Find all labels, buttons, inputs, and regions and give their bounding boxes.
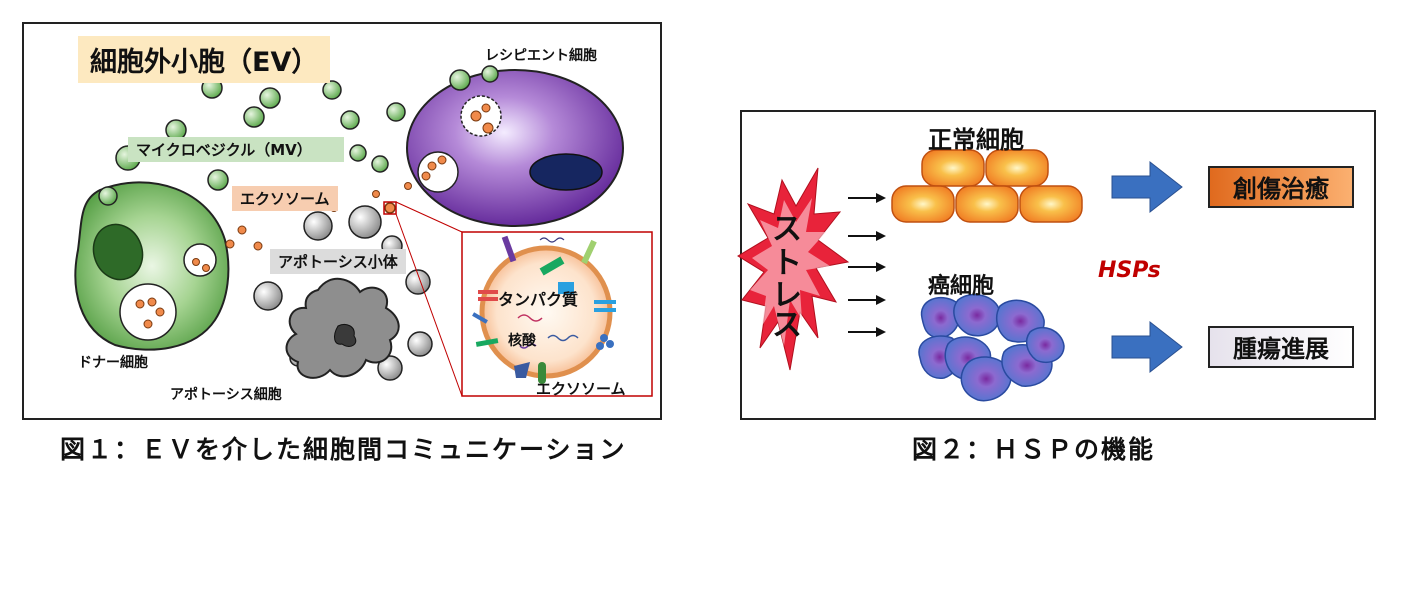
figure2-panel <box>740 110 1376 420</box>
exosome-detail-label: エクソソーム <box>536 380 626 398</box>
arrow-to-wound-healing <box>1111 160 1183 214</box>
cancer-cell-label: 癌細胞 <box>928 274 995 299</box>
wound-healing-box: 創傷治癒 <box>1208 166 1354 208</box>
stress-char-4: ス <box>772 308 802 343</box>
recipient-cell <box>406 69 624 227</box>
microvesicle-label: マイクロベジクル（MV） <box>128 137 344 162</box>
normal-cell-label: 正常細胞 <box>928 126 1024 154</box>
exosome-detail <box>472 235 616 384</box>
figure2-caption: 図２：ＨＳＰの機能 <box>912 435 1156 464</box>
stress-char-3: レ <box>772 278 802 313</box>
donor-cell-label: ドナー細胞 <box>78 355 148 371</box>
cancer-cells <box>918 293 1065 402</box>
stress-char-2: ト <box>772 246 802 281</box>
nucleic-acid-label: 核酸 <box>508 333 536 349</box>
arrow-to-tumor-progression <box>1111 320 1183 374</box>
apoptotic-body-label: アポトーシス小体 <box>270 249 406 274</box>
donor-cell <box>74 181 230 351</box>
hsp-label: HSPs <box>1098 258 1161 283</box>
apoptotic-cell-label: アポトーシス細胞 <box>170 387 282 403</box>
tumor-progression-box: 腫瘍進展 <box>1208 326 1354 368</box>
stress-arrows <box>848 193 886 337</box>
ev-title: 細胞外小胞（EV） <box>78 36 331 83</box>
exosome-label: エクソソーム <box>232 186 338 211</box>
figure1-caption: 図１：ＥＶを介した細胞間コミュニケーション <box>60 435 627 464</box>
stress-char-1: ス <box>772 212 802 247</box>
protein-label: タンパク質 <box>498 290 579 309</box>
normal-cells <box>891 149 1083 223</box>
recipient-cell-label: レシピエント細胞 <box>485 48 597 64</box>
apoptotic-bodies <box>253 205 433 381</box>
